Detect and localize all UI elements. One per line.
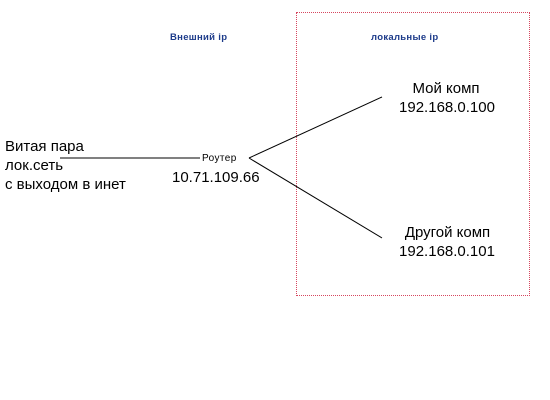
source-line-3: с выходом в инет	[5, 176, 126, 193]
other-pc-ip: 192.168.0.101	[399, 243, 495, 260]
other-pc-name: Другой комп	[404, 224, 491, 241]
source-line-2: лок.сеть	[5, 157, 64, 174]
local-ip-zone-label: локальные ip	[371, 32, 439, 43]
my-pc-ip: 192.168.0.100	[399, 99, 495, 116]
external-ip-zone-label: Внешний ip	[170, 32, 228, 43]
router-to-other-pc-link	[248, 157, 383, 239]
router-ip: 10.71.109.66	[172, 169, 260, 186]
router-to-my-pc-link	[248, 96, 383, 159]
my-pc-name: Мой комп	[412, 80, 480, 97]
source-line-1: Витая пара	[5, 138, 84, 155]
router-name: Роутер	[202, 153, 237, 164]
local-network-zone	[296, 12, 530, 296]
